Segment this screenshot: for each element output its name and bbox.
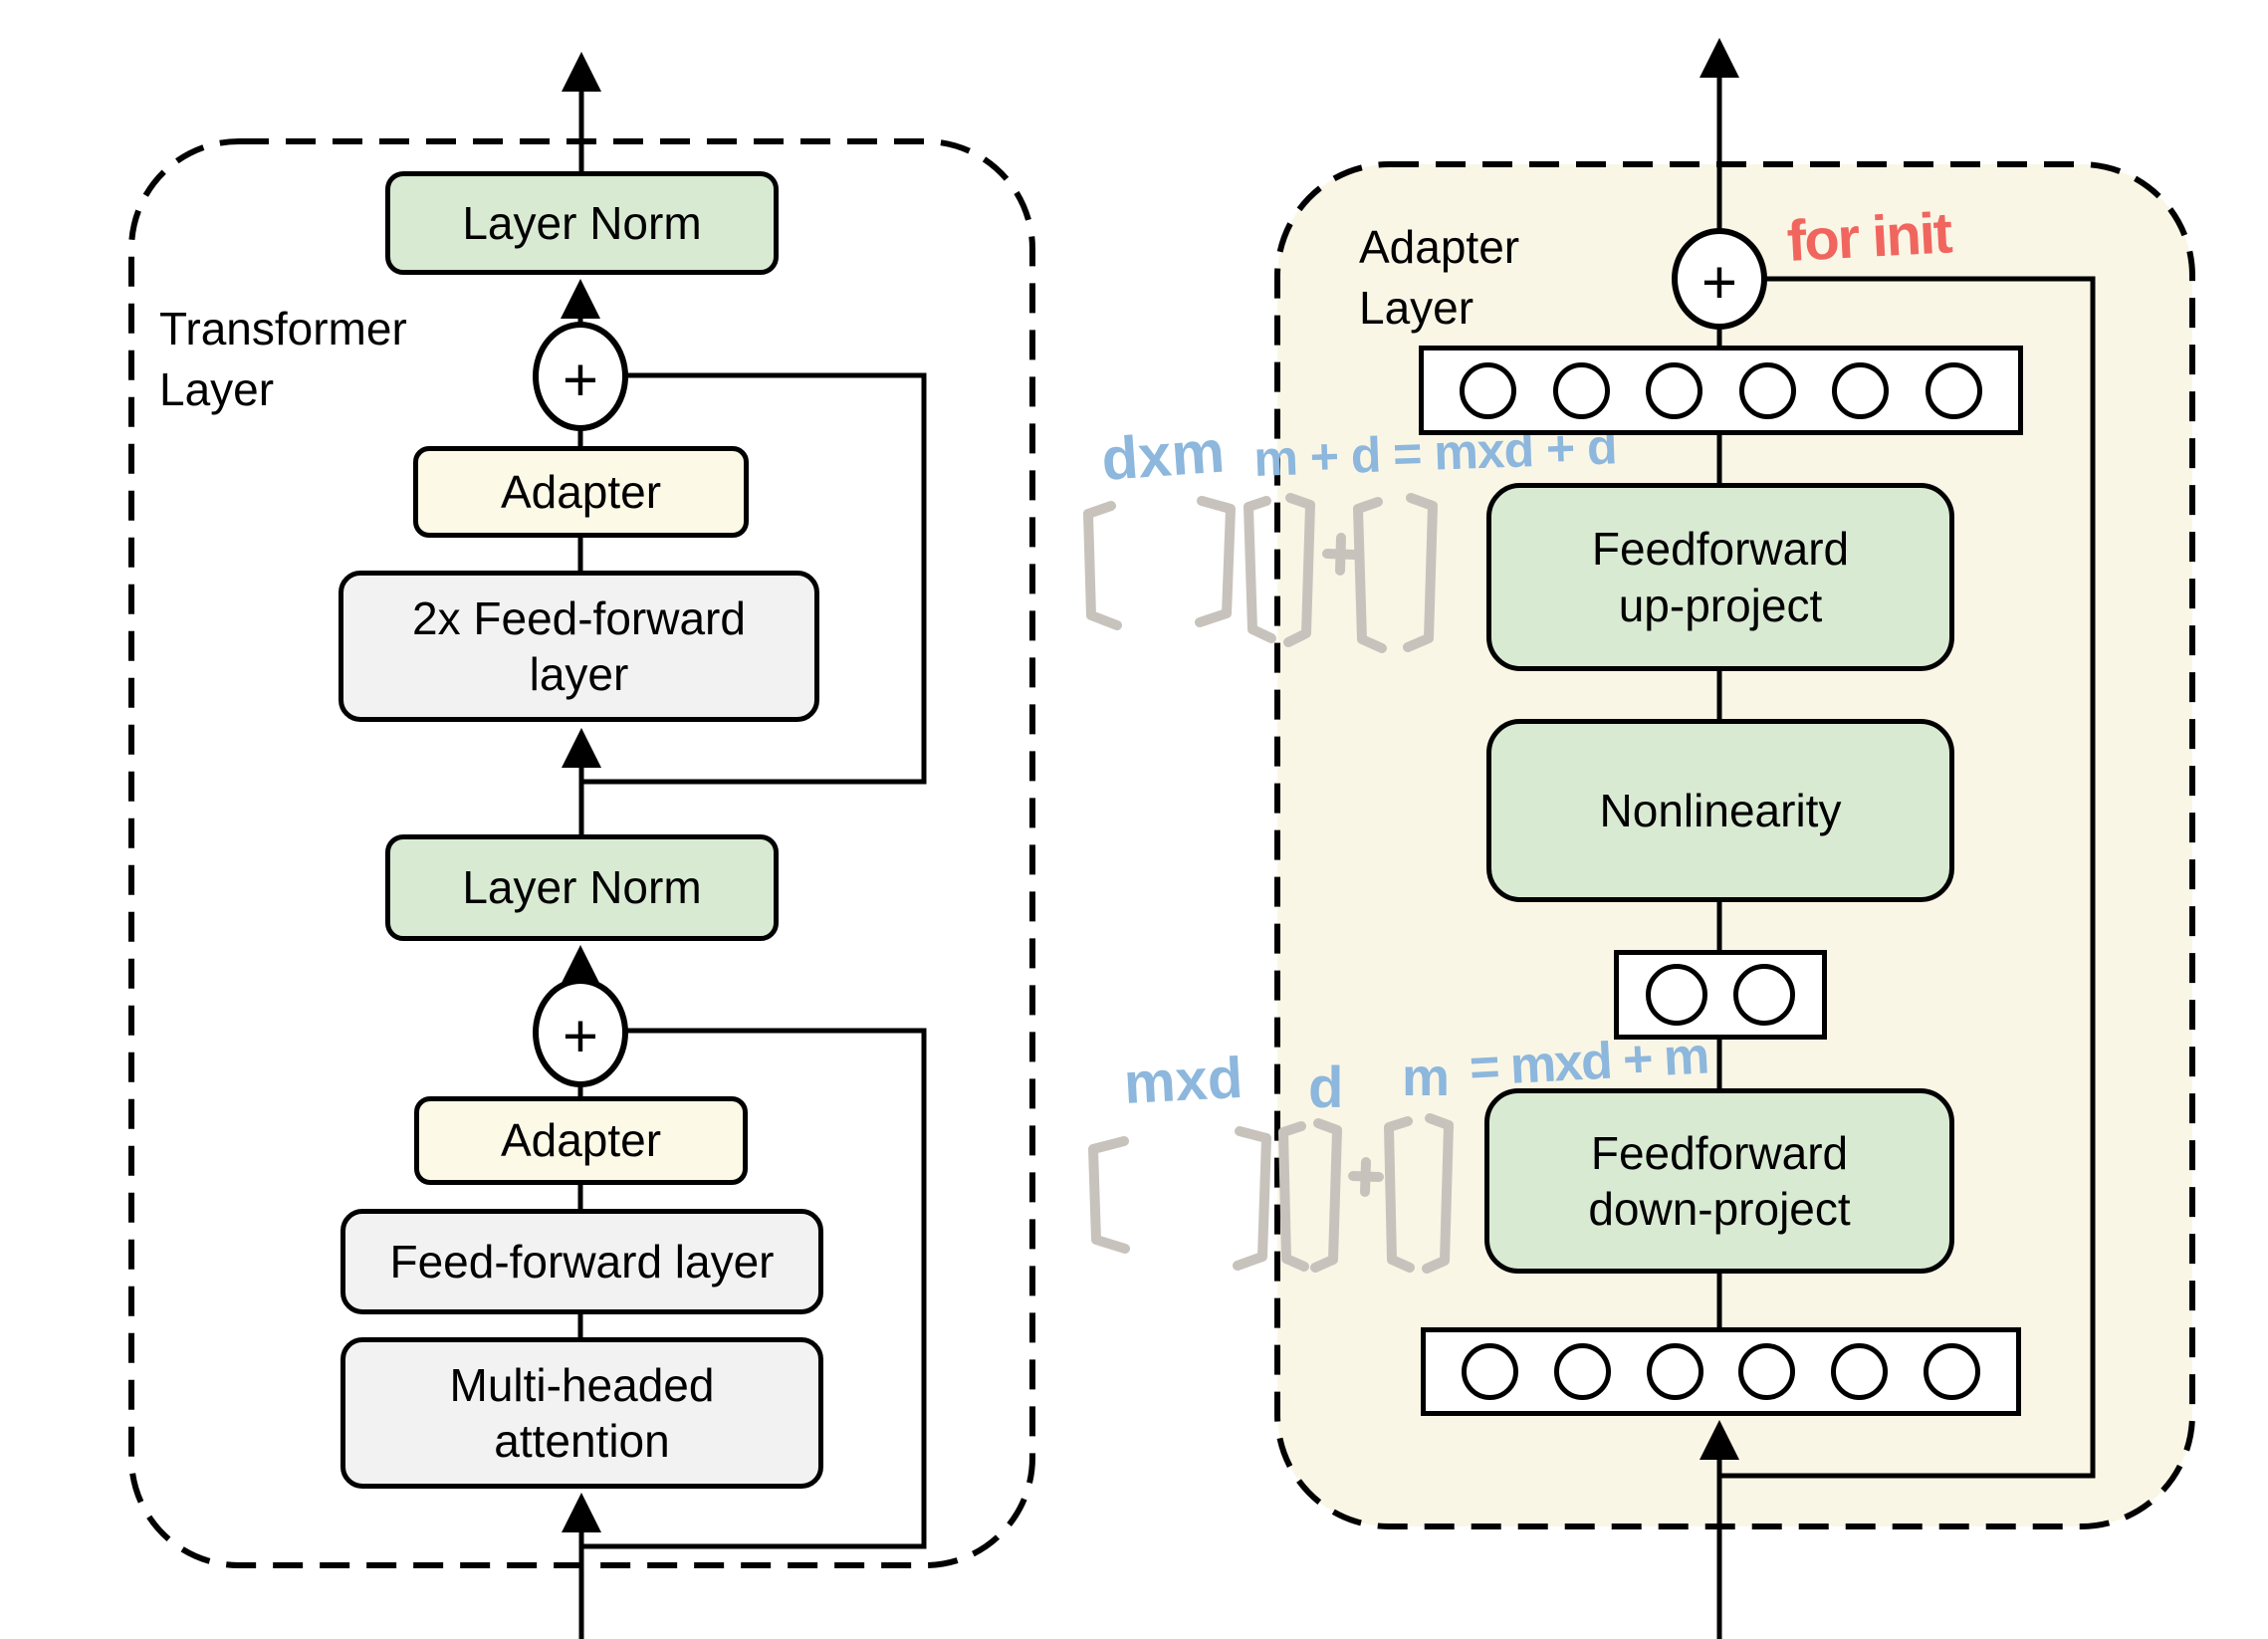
bottleneck-row bbox=[1614, 950, 1827, 1040]
handwriting-upper-dim: dxm bbox=[1099, 418, 1227, 493]
feature-circle bbox=[1646, 361, 1703, 419]
feature-circle bbox=[1553, 1343, 1611, 1400]
left-plus-sign-top: + bbox=[563, 347, 598, 415]
transformer-layer-label: Transformer Layer bbox=[159, 303, 407, 415]
handwriting-for-init: for init bbox=[1785, 200, 1953, 274]
feature-circle bbox=[1738, 1343, 1796, 1400]
feature-row-bottom bbox=[1421, 1327, 2021, 1416]
adapter-top-box: Adapter bbox=[413, 446, 749, 538]
right-plus-sign: + bbox=[1701, 249, 1737, 318]
left-residual-lower bbox=[581, 1028, 927, 1549]
left-residual-upper bbox=[581, 372, 927, 785]
feature-circle bbox=[1461, 1343, 1518, 1400]
feature-circle bbox=[1831, 1343, 1889, 1400]
right-plus-node bbox=[1672, 228, 1767, 330]
feature-circle bbox=[1552, 361, 1610, 419]
multi-headed-attention-box: Multi-headed attention bbox=[340, 1337, 823, 1489]
nonlinearity-box: Nonlinearity bbox=[1486, 719, 1954, 902]
left-plus-sign-bottom: + bbox=[563, 1003, 598, 1071]
adapter-bottom-box: Adapter bbox=[414, 1096, 748, 1185]
left-plus-node-bottom bbox=[533, 978, 628, 1087]
feature-circle bbox=[1925, 361, 1982, 419]
matrix-sketch-lower bbox=[1088, 1113, 1454, 1274]
handwriting-lower-matrix-dim: mxd bbox=[1122, 1046, 1245, 1116]
feature-circle bbox=[1738, 361, 1796, 419]
feature-row-top bbox=[1419, 346, 2023, 435]
right-skip-connection bbox=[1719, 276, 2096, 1479]
bottleneck-circle bbox=[1645, 964, 1707, 1026]
feature-circle bbox=[1646, 1343, 1703, 1400]
feedforward-down-project-box: Feedforward down-project bbox=[1484, 1088, 1954, 1274]
feature-circle bbox=[1460, 361, 1517, 419]
left-plus-node-top bbox=[533, 322, 628, 431]
feed-forward-2x-box: 2x Feed-forward layer bbox=[339, 571, 819, 722]
bottleneck-circle bbox=[1733, 964, 1796, 1026]
adapter-layer-label: Adapter Layer bbox=[1359, 221, 1520, 334]
handwriting-lower-bias-dim: m bbox=[1402, 1048, 1450, 1107]
matrix-sketch-upper bbox=[1083, 493, 1438, 653]
handwriting-lower-input-dim: d bbox=[1308, 1055, 1343, 1120]
feature-circle bbox=[1924, 1343, 1981, 1400]
layer-norm-top-box: Layer Norm bbox=[385, 171, 779, 275]
feedforward-up-project-box: Feedforward up-project bbox=[1486, 483, 1954, 671]
layer-norm-bottom-box: Layer Norm bbox=[385, 834, 779, 941]
feed-forward-box: Feed-forward layer bbox=[340, 1209, 823, 1314]
feature-circle bbox=[1832, 361, 1890, 419]
